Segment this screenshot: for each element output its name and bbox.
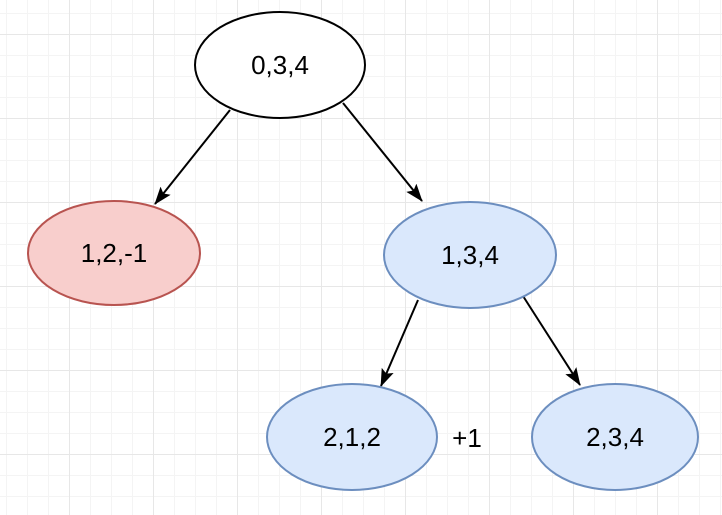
node-right-child-shape[interactable] [383, 201, 557, 309]
node-root-shape[interactable] [194, 11, 366, 119]
node-root-label: 0,3,4 [251, 50, 309, 80]
node-right-right-grandchild-label: 2,3,4 [586, 422, 644, 452]
node-root[interactable]: 0,3,4 [194, 11, 366, 119]
node-right-child[interactable]: 1,3,4 [383, 201, 557, 309]
edge-right-child-to-right-right-grandchild[interactable] [522, 295, 581, 386]
node-left-child-label: 1,2,-1 [81, 238, 148, 268]
node-left-child-shape[interactable] [27, 200, 201, 306]
edge-right-child-to-right-left-grandchild[interactable] [380, 299, 419, 387]
node-right-right-grandchild[interactable]: 2,3,4 [531, 383, 699, 491]
plus-one-annotation[interactable]: +1 [452, 423, 482, 453]
node-right-left-grandchild-shape[interactable] [266, 383, 438, 491]
edge-root-to-right-child[interactable] [342, 102, 423, 202]
node-right-left-grandchild-label: 2,1,2 [323, 422, 381, 452]
node-right-child-label: 1,3,4 [441, 240, 499, 270]
edge-root-to-left-child[interactable] [154, 109, 231, 205]
node-right-right-grandchild-shape[interactable] [531, 383, 699, 491]
node-right-left-grandchild[interactable]: 2,1,2 [266, 383, 438, 491]
node-left-child[interactable]: 1,2,-1 [27, 200, 201, 306]
